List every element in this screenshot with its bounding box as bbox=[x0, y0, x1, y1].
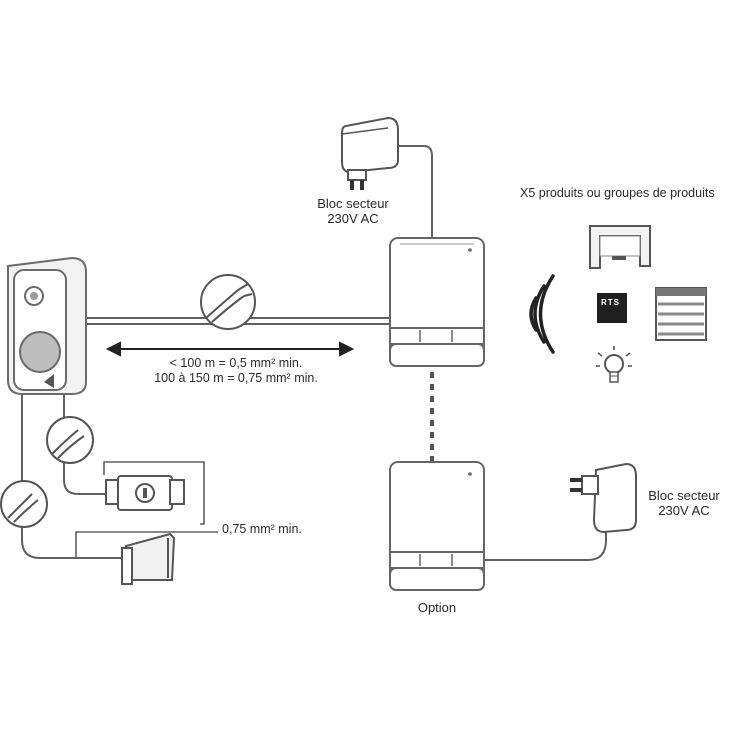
doorbell-device bbox=[7, 256, 87, 395]
power-cable-top bbox=[398, 145, 433, 248]
electric-lock bbox=[105, 475, 185, 511]
power-top-label-line2: 230V AC bbox=[327, 211, 379, 226]
receiver-option bbox=[389, 461, 485, 591]
light-bulb-icon bbox=[596, 346, 632, 383]
wire-spec-label: 0,75 mm² min. bbox=[222, 522, 302, 536]
doorbell-down-cable bbox=[63, 394, 110, 495]
power-cable-right bbox=[484, 524, 607, 561]
bell-label-icon bbox=[44, 374, 54, 388]
doorbell-outer-cable bbox=[21, 392, 128, 559]
power-top-label-line1: Bloc secteur bbox=[317, 196, 389, 211]
rts-badge-label: RTS bbox=[601, 298, 620, 307]
garage-door-icon bbox=[589, 225, 651, 269]
cable-section-main bbox=[200, 274, 256, 330]
power-adapter-right bbox=[570, 462, 637, 534]
receiver-main bbox=[389, 237, 485, 367]
cable-section-left-1 bbox=[46, 416, 94, 464]
products-label: X5 produits ou groupes de produits bbox=[520, 186, 715, 200]
bell-button bbox=[19, 331, 61, 373]
cable-distance-line1: < 100 m = 0,5 mm² min. bbox=[169, 356, 303, 370]
distance-arrow bbox=[105, 341, 355, 357]
gate-wire bbox=[75, 531, 218, 558]
power-right-label-line2: 230V AC bbox=[658, 503, 710, 518]
rts-remote-icon bbox=[597, 293, 627, 323]
cable-distance-label: < 100 m = 0,5 mm² min. 100 à 150 m = 0,7… bbox=[136, 356, 336, 386]
power-right-label-line1: Bloc secteur bbox=[648, 488, 720, 503]
option-label: Option bbox=[417, 600, 457, 615]
power-top-label: Bloc secteur 230V AC bbox=[308, 196, 398, 226]
power-right-label: Bloc secteur 230V AC bbox=[636, 488, 732, 518]
lock-wire-box bbox=[103, 461, 205, 525]
cables bbox=[21, 145, 607, 561]
gate-opener bbox=[121, 532, 176, 585]
power-adapter-top bbox=[341, 116, 399, 190]
roller-shutter-icon bbox=[655, 287, 707, 341]
cable-distance-line2: 100 à 150 m = 0,75 mm² min. bbox=[154, 371, 318, 385]
cable-section-left-2 bbox=[0, 480, 48, 528]
wireless-signal-icon bbox=[529, 274, 555, 354]
